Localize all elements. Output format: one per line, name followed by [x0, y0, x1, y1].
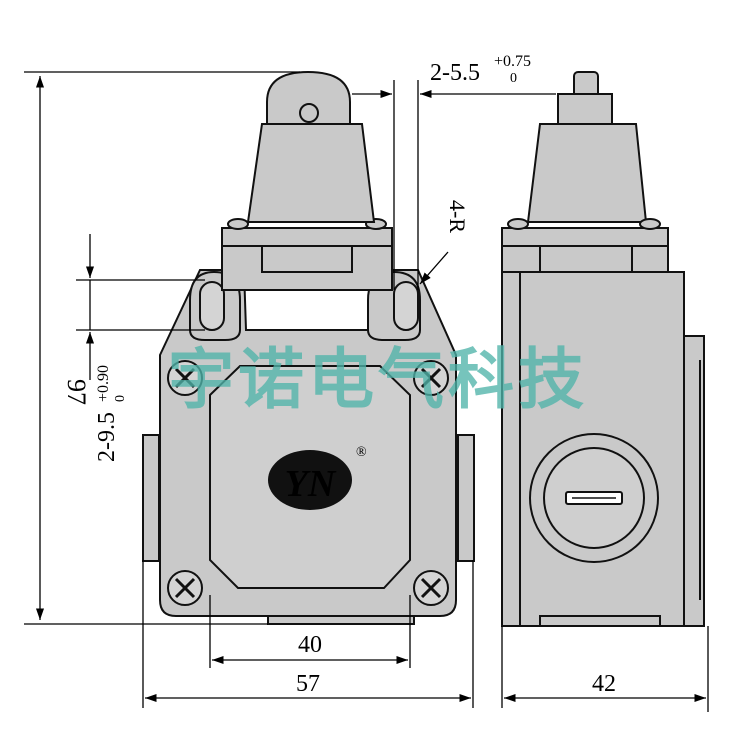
- cover-screw-bl: [167, 570, 203, 606]
- side-view: [501, 71, 705, 627]
- cover-screw-br: [413, 570, 449, 606]
- side-bottom-strip: [539, 615, 661, 627]
- slot-length-tol-lower: 0: [113, 395, 128, 402]
- roller: [266, 70, 351, 125]
- dim-label-97: 97: [62, 379, 91, 405]
- right-slot: [393, 281, 419, 331]
- actuator-head: [246, 123, 376, 223]
- registered-mark: ®: [356, 445, 367, 460]
- radius-leader: [419, 251, 449, 285]
- dimension-lines: [24, 71, 709, 712]
- side-screw-right: [639, 218, 661, 230]
- cover-screw-tr: [413, 360, 449, 396]
- side-head-plate-notch: [539, 245, 633, 273]
- slot-width-value: 2-5.5: [430, 60, 480, 86]
- watermark-text: 宇诺电气科技: [168, 341, 588, 418]
- dim-label-slot-width: 2-5.5 +0.75 0: [430, 53, 531, 86]
- yn-logo-icon: [268, 450, 352, 510]
- dim-label-40: 40: [298, 632, 322, 658]
- slot-width-tol-lower: 0: [510, 71, 517, 86]
- side-head-cap: [557, 93, 613, 125]
- dim-label-radius: 4-R: [445, 200, 470, 233]
- left-slot: [199, 281, 225, 331]
- cover-screw-tl: [167, 360, 203, 396]
- brand-logo: YN ®: [268, 445, 367, 510]
- slot-width-tol-upper: +0.75: [494, 53, 531, 70]
- slot-length-tol-upper: +0.90: [95, 365, 112, 402]
- slot-length-value: 2-9.5: [94, 412, 120, 462]
- head-screw-left: [227, 218, 249, 230]
- logo-text: YN: [285, 463, 337, 505]
- dim-label-42: 42: [592, 671, 616, 697]
- roller-pin: [299, 103, 319, 123]
- side-screw-left: [507, 218, 529, 230]
- head-plate-notch: [261, 245, 353, 273]
- right-conduit-boss: [457, 434, 475, 562]
- side-head: [526, 123, 648, 223]
- dim-label-slot-length: 2-9.5 +0.90 0: [94, 365, 128, 462]
- dim-label-57: 57: [296, 671, 320, 697]
- left-conduit-boss: [142, 434, 160, 562]
